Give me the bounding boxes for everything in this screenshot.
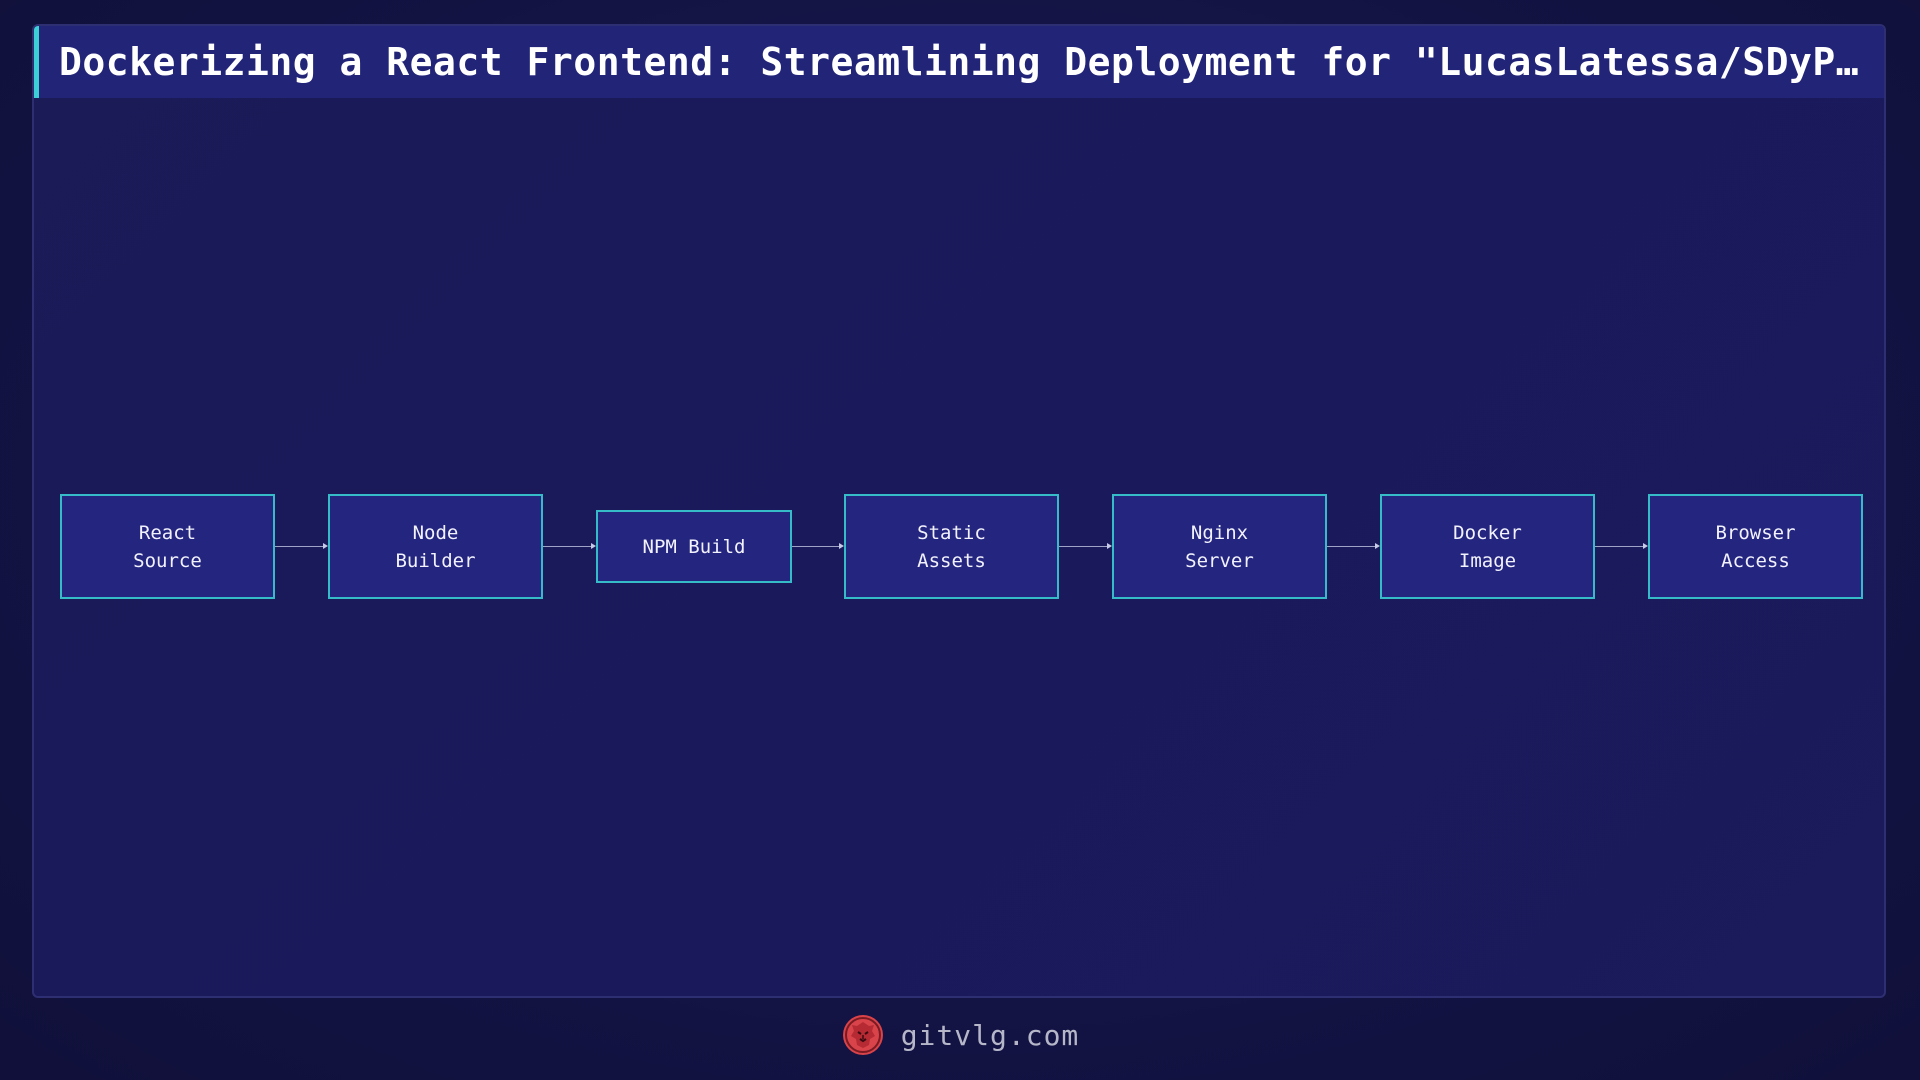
edge-npm-build-to-static-assets	[792, 546, 839, 547]
node-label: Static Assets	[917, 521, 986, 572]
edge-node-builder-to-npm-build	[543, 546, 591, 547]
node-label: Docker Image	[1453, 521, 1522, 572]
lion-head-icon	[842, 1015, 883, 1055]
node-docker-image: Docker Image	[1380, 494, 1595, 599]
node-label: Node Builder	[395, 521, 476, 572]
arrowhead-icon	[323, 543, 328, 549]
flow-diagram: React Source Node Builder NPM Build Static …	[34, 26, 1884, 996]
arrowhead-icon	[1375, 543, 1380, 549]
edge-nginx-server-to-docker-image	[1327, 546, 1375, 547]
title-bar: Dockerizing a React Frontend: Streamlini…	[34, 26, 1884, 98]
arrowhead-icon	[1107, 543, 1112, 549]
arrowhead-icon	[591, 543, 596, 549]
node-node-builder: Node Builder	[328, 494, 543, 599]
node-browser-access: Browser Access	[1648, 494, 1863, 599]
node-react-source: React Source	[60, 494, 275, 599]
footer-site-link[interactable]: gitvlg.com	[900, 1018, 1080, 1052]
node-static-assets: Static Assets	[844, 494, 1059, 599]
node-label: Browser Access	[1715, 521, 1796, 572]
node-nginx-server: Nginx Server	[1112, 494, 1327, 599]
arrowhead-icon	[1643, 543, 1648, 549]
diagram-card: Dockerizing a React Frontend: Streamlini…	[32, 24, 1886, 998]
node-npm-build: NPM Build	[596, 510, 792, 583]
edge-react-source-to-node-builder	[275, 546, 323, 547]
node-label: React Source	[133, 521, 202, 572]
arrowhead-icon	[839, 543, 844, 549]
edge-docker-image-to-browser-access	[1595, 546, 1643, 547]
edge-static-assets-to-nginx-server	[1059, 546, 1107, 547]
node-label: Nginx Server	[1185, 521, 1254, 572]
node-label: NPM Build	[642, 535, 746, 558]
footer: gitvlg.com	[0, 1010, 1920, 1060]
